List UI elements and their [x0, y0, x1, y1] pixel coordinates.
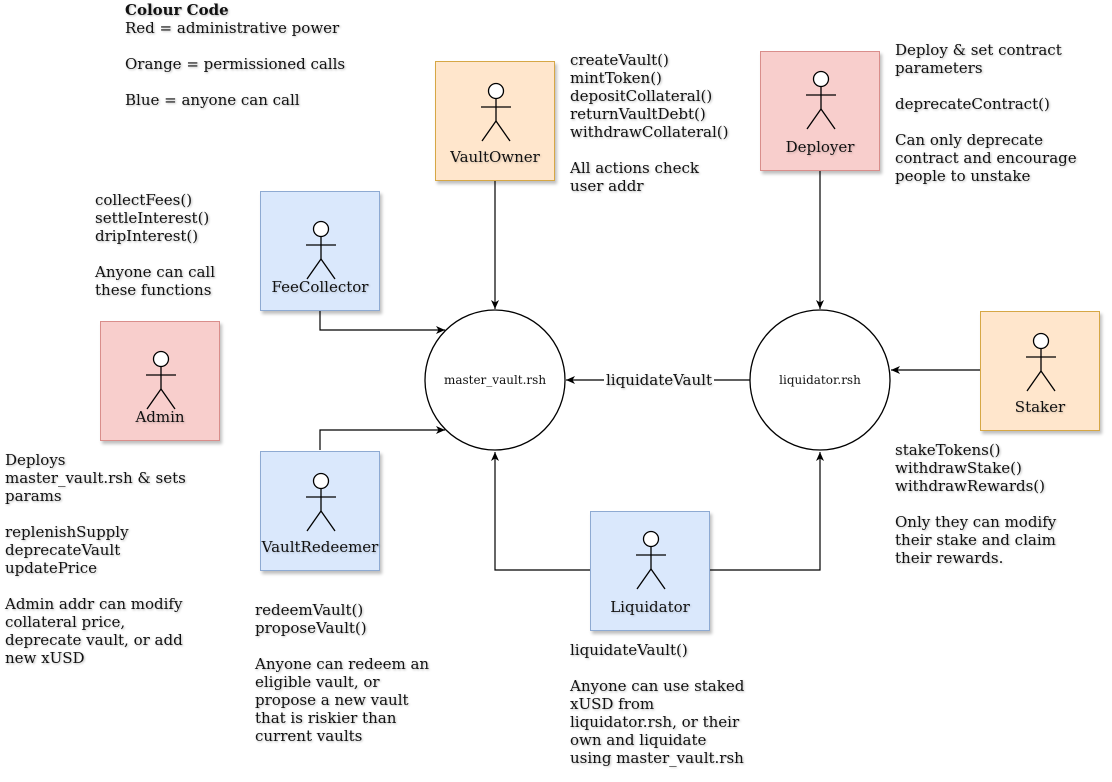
legend-title: Colour Code [125, 1, 229, 19]
person-icon [1026, 332, 1056, 392]
edge-liquidator-liquidatorcontract [710, 452, 824, 571]
deployer-actor: Deployer [760, 51, 880, 171]
admin-note: Deploys master_vault.rsh & sets params r… [5, 451, 186, 667]
admin-label: Admin [135, 408, 185, 426]
feecollector-note: collectFees() settleInterest() dripInter… [95, 191, 216, 299]
legend-red: Red = administrative power [125, 19, 340, 37]
liquidator-actor: Liquidator [590, 511, 710, 631]
vaultredeemer-label: VaultRedeemer [261, 538, 379, 556]
staker-actor: Staker [980, 311, 1100, 431]
vaultowner-actor: VaultOwner [435, 61, 555, 181]
vaultowner-note: createVault() mintToken() depositCollate… [570, 51, 729, 195]
liquidator-contract [749, 309, 891, 451]
vaultredeemer-note: redeemVault() proposeVault() Anyone can … [255, 601, 430, 745]
person-icon [806, 70, 836, 130]
person-icon [481, 82, 511, 142]
liquidator-contract-label: liquidator.rsh [779, 373, 861, 387]
vaultredeemer-actor: VaultRedeemer [260, 451, 380, 571]
staker-label: Staker [1014, 398, 1066, 416]
person-icon [306, 220, 336, 280]
deployer-label: Deployer [785, 138, 855, 156]
feecollector-label: FeeCollector [271, 278, 369, 296]
admin-actor: Admin [100, 321, 220, 441]
master-vault-contract [424, 309, 566, 451]
person-icon [636, 530, 666, 590]
staker-note: stakeTokens() withdrawStake() withdrawRe… [895, 441, 1057, 567]
person-icon [306, 472, 336, 532]
feecollector-actor: FeeCollector [260, 191, 380, 311]
liquidator-note: liquidateVault() Anyone can use staked x… [570, 641, 745, 767]
liquidator-label: Liquidator [610, 598, 690, 616]
legend-orange: Orange = permissioned calls [125, 55, 346, 73]
edge-feecollector-master [319, 311, 445, 334]
person-icon [146, 350, 176, 410]
edge-liquidator-master [491, 452, 590, 571]
liquidate-vault-edge-label: liquidateVault [604, 371, 714, 389]
edge-vaultredeemer-master [319, 426, 445, 450]
master-vault-label: master_vault.rsh [443, 373, 547, 387]
deployer-note: Deploy & set contract parameters depreca… [895, 41, 1077, 185]
vaultowner-label: VaultOwner [450, 148, 540, 166]
legend-blue: Blue = anyone can call [125, 91, 300, 109]
